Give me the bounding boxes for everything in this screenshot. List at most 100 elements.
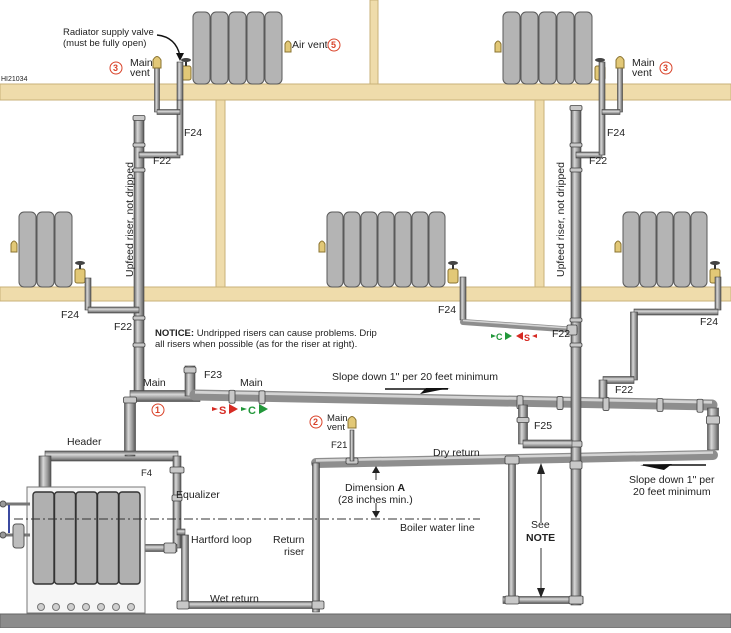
header-label: Header <box>67 436 102 448</box>
pipe-highlight <box>462 319 577 330</box>
f4-fitting <box>169 466 185 474</box>
pipe-fitting <box>568 595 584 605</box>
main-label-left: Main <box>143 377 166 389</box>
radiator-section <box>326 211 344 288</box>
runout-lower-left <box>87 306 140 314</box>
boiler-section <box>118 491 141 585</box>
air-vent-icon <box>318 240 326 253</box>
low-water-cutoff <box>12 523 25 549</box>
radiators <box>10 11 721 288</box>
f25-drip <box>518 404 528 445</box>
see-label: See <box>531 519 550 531</box>
dimension-a-label: Dimension A <box>345 482 406 494</box>
radiator-section <box>574 11 593 85</box>
pipe-vertical <box>630 311 638 381</box>
pipe-fitting <box>504 455 520 465</box>
return-riser-label-line1: Return <box>273 534 305 546</box>
fitting-f22-lower-right: F22 <box>615 384 633 396</box>
pipe-fitting <box>706 415 720 425</box>
radiator-middle-left <box>10 211 86 288</box>
pipe-horizontal <box>176 528 186 536</box>
air-vent-icon <box>614 240 622 253</box>
radiator-section <box>538 11 557 85</box>
stud-right <box>534 99 545 288</box>
radiator-section <box>673 211 691 288</box>
runout-center <box>460 319 579 333</box>
wet-return-label: Wet return <box>210 593 259 605</box>
radiator-section <box>210 11 229 85</box>
valve-handle-icon <box>710 261 720 265</box>
radiator-section <box>360 211 378 288</box>
runout-center-vertical <box>459 276 467 321</box>
pipe-vertical <box>714 276 722 311</box>
dimension-a-note: (28 inches min.) <box>338 494 413 506</box>
stud-top-center <box>369 0 379 85</box>
main-vent-left-line2: vent <box>130 67 150 79</box>
callout-5: 5 <box>327 38 341 52</box>
pipe-fitting <box>569 142 583 148</box>
f23-fitting <box>183 366 197 374</box>
main-vent-2-line1: Main <box>327 413 348 424</box>
runout-lower-right <box>633 308 719 316</box>
burner-port <box>127 603 135 611</box>
valve-handle-icon <box>595 58 605 62</box>
drawing-id: HI21034 <box>1 76 28 83</box>
fitting-f24-lower-right: F24 <box>700 316 718 328</box>
hartford-close-nipple <box>163 542 177 554</box>
svg-text:3: 3 <box>113 63 118 73</box>
radiator-section <box>639 211 657 288</box>
riser-cap <box>569 105 583 111</box>
main-vent-left-icon <box>152 56 162 69</box>
runout-lower-left-vertical <box>84 277 92 311</box>
main-vent-2-icon <box>347 416 357 429</box>
pipe-fitting <box>569 167 583 173</box>
notice-text-line2: all risers when possible (as for the ris… <box>155 339 357 350</box>
radiator-section <box>520 11 539 85</box>
valve-handle-icon <box>448 261 458 265</box>
pipe-horizontal <box>156 109 181 115</box>
valve-handle-icon <box>181 58 191 62</box>
middle-joist <box>0 286 731 302</box>
supply-valve-pointer <box>156 34 181 57</box>
pipe-vertical <box>598 379 608 399</box>
equalizer-label: Equalizer <box>176 489 220 501</box>
hartford-loop-drop <box>181 534 189 606</box>
stud-left <box>215 99 226 288</box>
pipe-horizontal <box>601 109 621 115</box>
flow-main: S C <box>212 404 268 417</box>
dry-return-label: Dry return <box>433 447 480 459</box>
pipe-fitting <box>311 600 325 610</box>
slope-label-main: Slope down 1" per 20 feet minimum <box>332 371 498 383</box>
boiler-section <box>75 491 98 585</box>
burner-port <box>52 603 60 611</box>
burner-port <box>82 603 90 611</box>
pipe-fitting <box>171 494 183 502</box>
f25-connection <box>522 439 573 449</box>
svg-text:2: 2 <box>313 417 318 427</box>
pipe-to-supply-valve-left <box>176 99 184 156</box>
main-vent-pipe-left <box>154 67 160 113</box>
dimension-a-arrow <box>372 466 380 518</box>
radiator-section <box>428 211 446 288</box>
supply-valve-icon <box>447 268 459 284</box>
pipe-fitting <box>569 342 583 348</box>
fitting-f25: F25 <box>534 420 552 432</box>
radiator-section <box>246 11 265 85</box>
hartford-loop-label: Hartford loop <box>191 534 252 546</box>
fitting-f21: F21 <box>331 440 347 451</box>
pipe-highlight <box>194 390 713 404</box>
svg-text:S: S <box>524 333 530 343</box>
upfeed-riser-right <box>570 107 582 606</box>
radiator-section <box>228 11 247 85</box>
slope-arrow-dry-return <box>640 464 706 470</box>
air-vent-icon <box>284 40 292 53</box>
f22-tee-right <box>566 324 578 336</box>
svg-text:5: 5 <box>331 40 336 50</box>
return-riser <box>312 462 320 613</box>
boiler-riser-left <box>38 455 52 488</box>
basement-floor <box>0 613 731 629</box>
pipe-fitting <box>569 317 583 323</box>
riser-cap <box>132 115 146 121</box>
svg-text:1: 1 <box>155 405 160 415</box>
pipe-fitting <box>228 389 236 404</box>
